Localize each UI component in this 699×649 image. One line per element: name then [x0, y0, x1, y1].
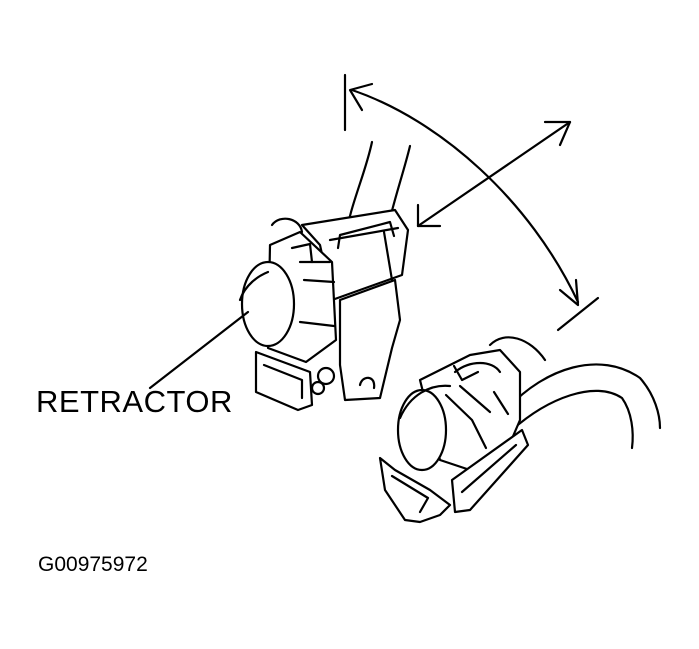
retractor-leader-line	[148, 310, 250, 390]
tilt-direction-arrow	[416, 120, 572, 228]
upper-retractor	[238, 208, 410, 412]
retractor-spool	[240, 260, 296, 348]
figure-id: G00975972	[38, 553, 148, 576]
retractor-callout-label: RETRACTOR	[36, 384, 233, 419]
arc-arrowhead-bottom	[558, 278, 580, 307]
lower-retractor	[378, 348, 530, 524]
arc-limit-tick-bottom	[556, 296, 600, 332]
arc-arrowhead-top	[348, 82, 374, 112]
rotation-arc	[343, 73, 600, 332]
retractor-spool-lower	[396, 388, 448, 472]
